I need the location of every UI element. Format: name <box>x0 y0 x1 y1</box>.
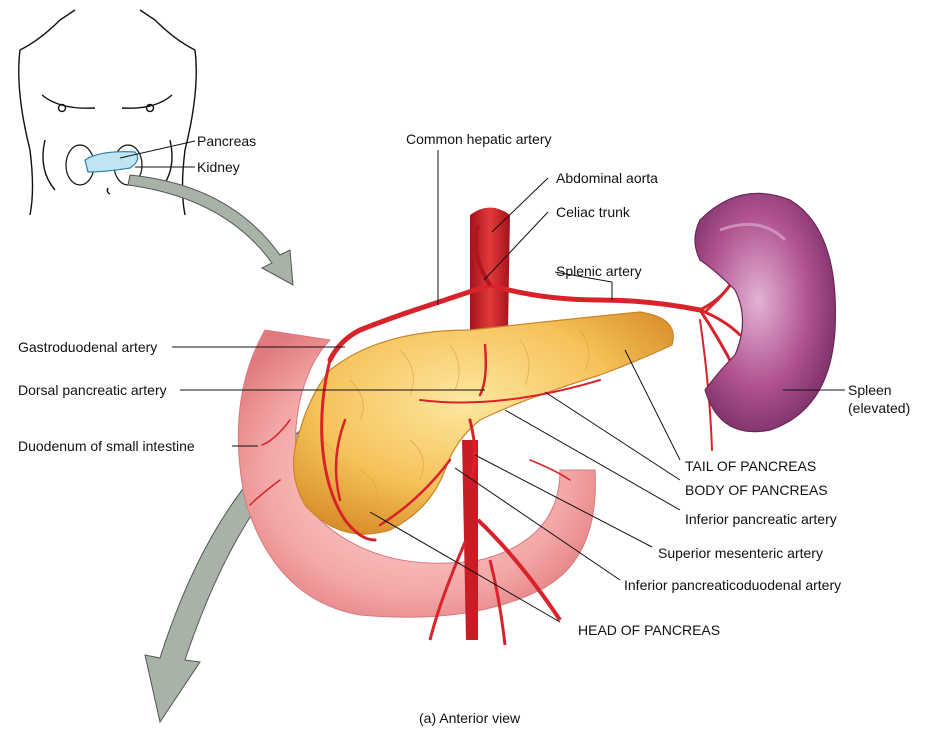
label-superior-mesenteric-artery: Superior mesenteric artery <box>658 545 823 561</box>
label-spleen: Spleen <box>848 382 892 398</box>
figure-caption: (a) Anterior view <box>419 710 520 726</box>
label-tail-of-pancreas: TAIL OF PANCREAS <box>685 458 816 474</box>
label-spleen-elevated: (elevated) <box>848 400 910 416</box>
pancreas <box>294 312 674 534</box>
label-gastroduodenal-artery: Gastroduodenal artery <box>18 339 157 355</box>
label-duodenum: Duodenum of small intestine <box>18 438 195 454</box>
label-inferior-pancreatic-artery: Inferior pancreatic artery <box>685 511 837 527</box>
label-celiac-trunk: Celiac trunk <box>556 204 630 220</box>
label-body-of-pancreas: BODY OF PANCREAS <box>685 482 828 498</box>
label-kidney: Kidney <box>197 159 240 175</box>
label-splenic-artery: Splenic artery <box>556 263 642 279</box>
label-head-of-pancreas: HEAD OF PANCREAS <box>578 622 720 638</box>
label-inferior-pancreaticoduodenal-artery: Inferior pancreaticoduodenal artery <box>624 577 841 593</box>
upper-arrow <box>128 175 293 285</box>
spleen <box>695 193 835 431</box>
label-dorsal-pancreatic-artery: Dorsal pancreatic artery <box>18 382 167 398</box>
label-common-hepatic-artery: Common hepatic artery <box>406 131 552 147</box>
label-pancreas: Pancreas <box>197 133 256 149</box>
label-abdominal-aorta: Abdominal aorta <box>556 170 658 186</box>
